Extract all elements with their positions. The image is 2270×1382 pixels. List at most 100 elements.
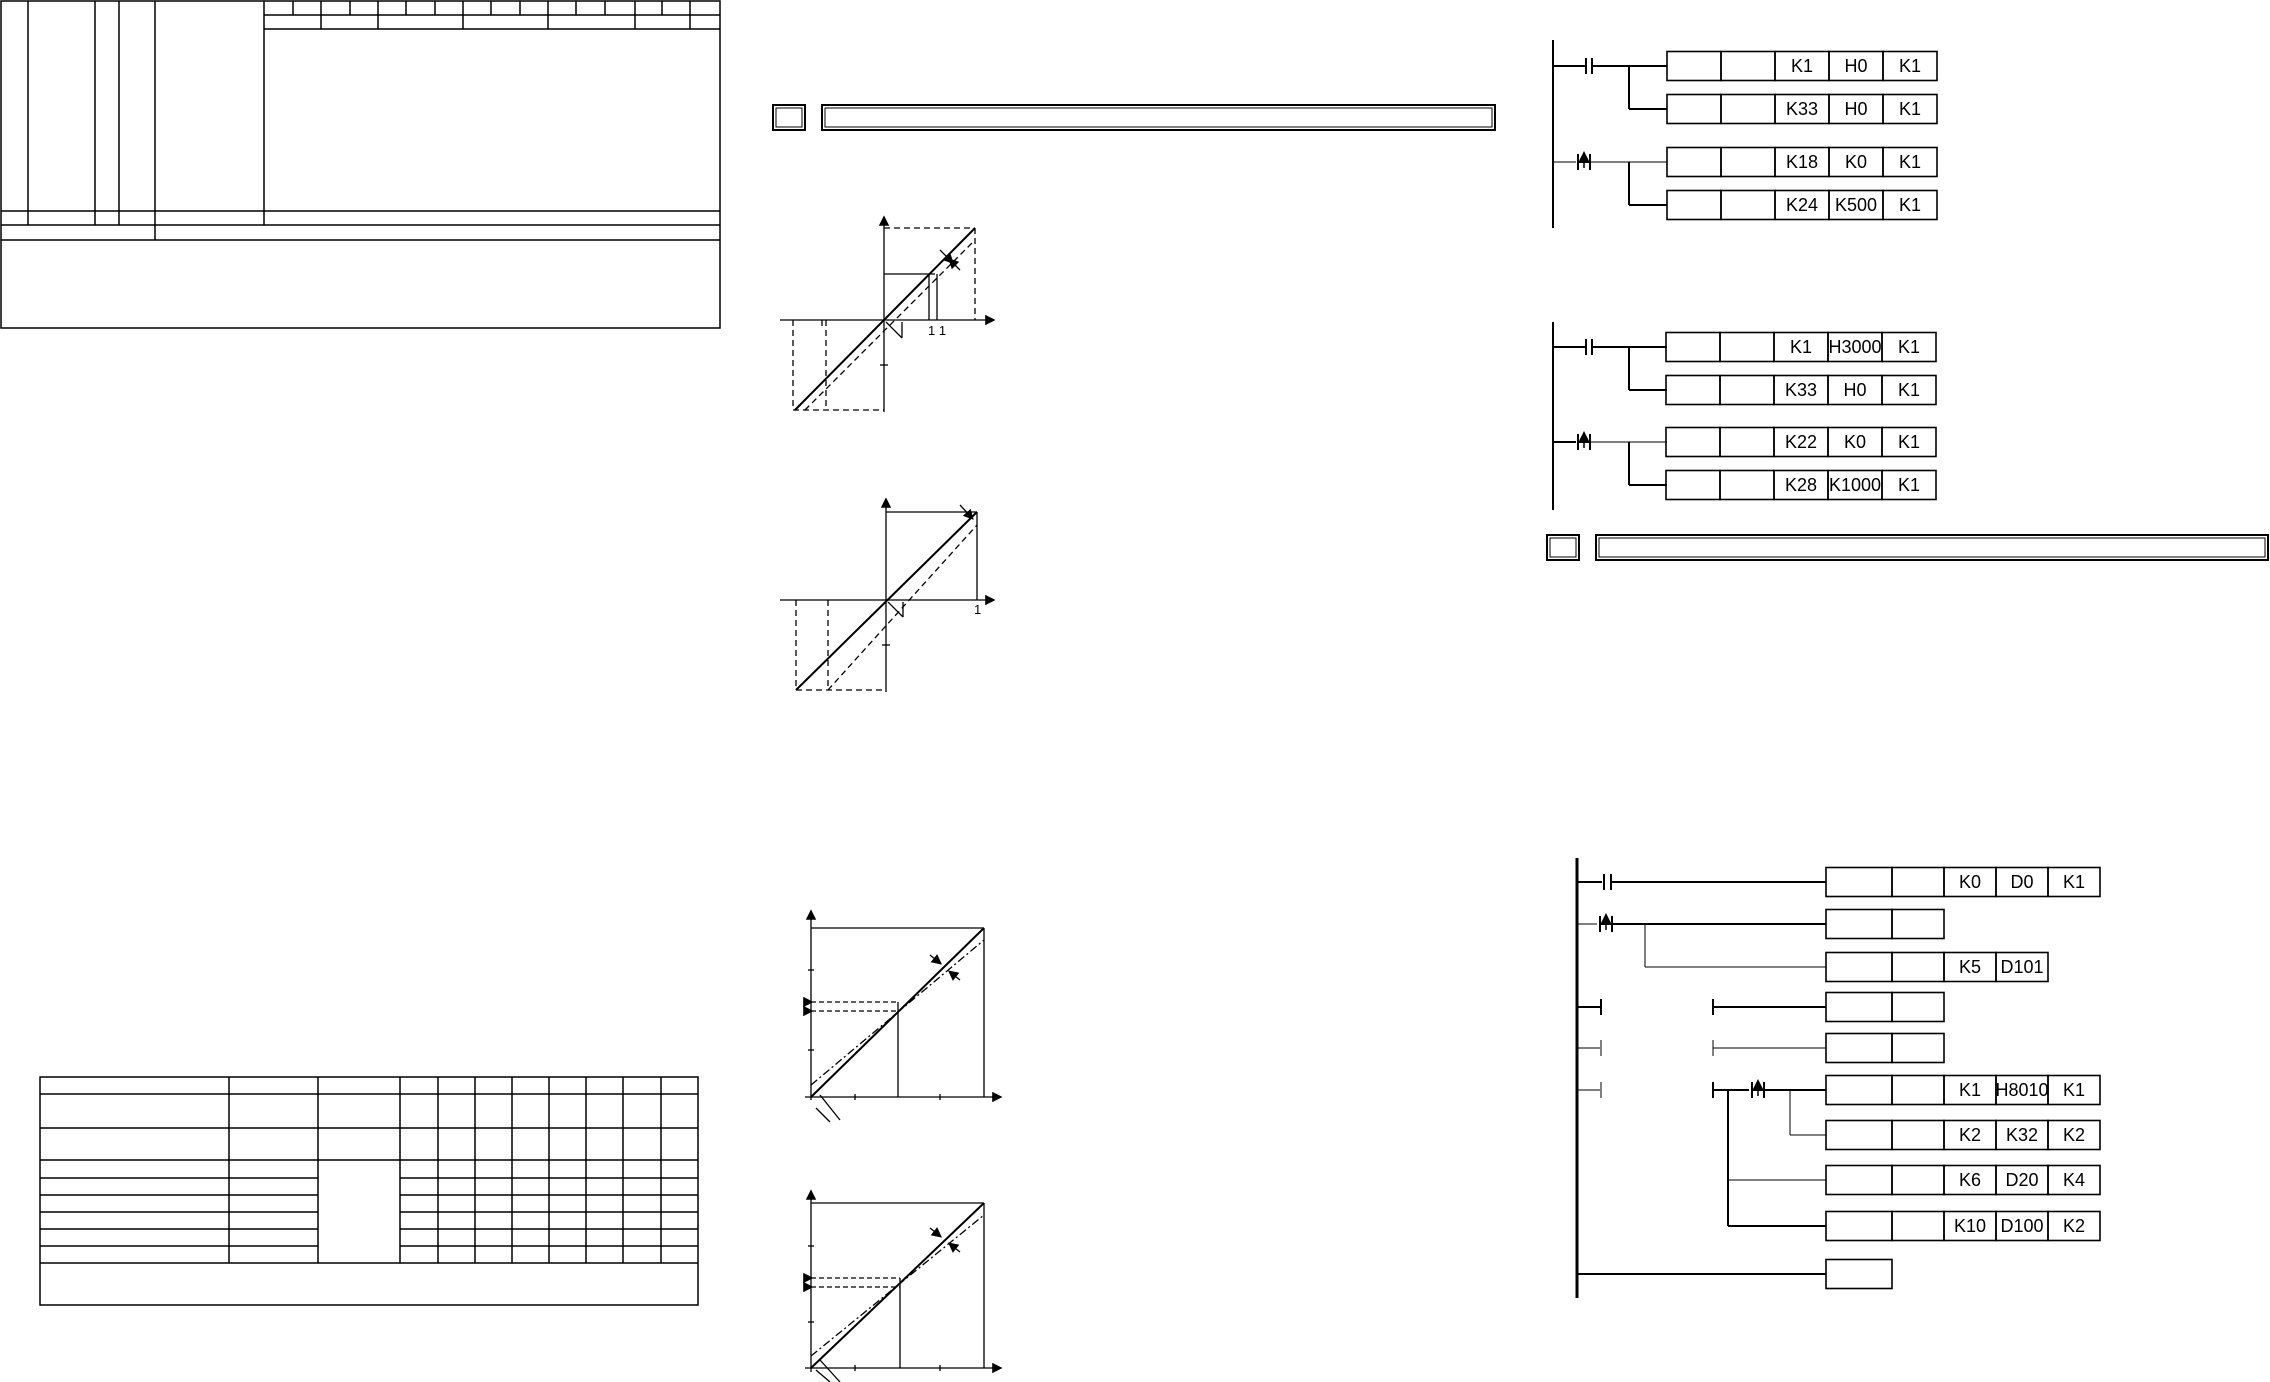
instruction-operand: K1 bbox=[1898, 432, 1920, 452]
instruction-cell: K33 bbox=[1773, 374, 1829, 406]
instruction-cell: K0 bbox=[1827, 426, 1883, 458]
graph-bipolar-offset bbox=[780, 215, 996, 412]
instruction-cell bbox=[1891, 1119, 1945, 1151]
instruction-cell bbox=[1825, 1164, 1893, 1196]
instruction-operand: K1 bbox=[1898, 475, 1920, 495]
instruction-cell: H0 bbox=[1828, 50, 1884, 82]
instruction-cell: K24 bbox=[1774, 189, 1830, 221]
section-header-1 bbox=[772, 104, 1496, 131]
instruction-cell bbox=[1891, 908, 1945, 940]
instruction-operand: K4 bbox=[2063, 1170, 2085, 1190]
instruction-cell: K18 bbox=[1774, 146, 1830, 178]
instruction-operand: K1 bbox=[1790, 337, 1812, 357]
instruction-operand: H8010 bbox=[1995, 1080, 2048, 1100]
instruction-operand: K6 bbox=[1959, 1170, 1981, 1190]
instruction-operand: K33 bbox=[1786, 99, 1818, 119]
instruction-cell bbox=[1720, 93, 1776, 125]
instruction-operand: K0 bbox=[1845, 152, 1867, 172]
instruction-operand: H0 bbox=[1844, 99, 1867, 119]
instruction-operand: K1 bbox=[1899, 99, 1921, 119]
instruction-cell: K1 bbox=[1881, 426, 1937, 458]
instruction-cell: H8010 bbox=[1995, 1074, 2049, 1106]
instruction-cell bbox=[1825, 1032, 1893, 1064]
instruction-cell: K2 bbox=[2047, 1210, 2101, 1242]
instruction-cell: D0 bbox=[1995, 866, 2049, 898]
instruction-cell bbox=[1825, 991, 1893, 1023]
instruction-cell bbox=[1825, 908, 1893, 940]
instruction-operand: D101 bbox=[2000, 957, 2043, 977]
instruction-operand: K1 bbox=[1899, 56, 1921, 76]
graph-unipolar-2 bbox=[803, 1189, 1003, 1382]
instruction-cell: K0 bbox=[1943, 866, 1997, 898]
instruction-cell bbox=[1825, 1210, 1893, 1242]
instruction-operand: K1 bbox=[1959, 1080, 1981, 1100]
instruction-cell: K1 bbox=[1882, 50, 1938, 82]
instruction-cell: K1 bbox=[1943, 1074, 1997, 1106]
instruction-cell: K6 bbox=[1943, 1164, 1997, 1196]
instruction-cell bbox=[1665, 426, 1721, 458]
instruction-operand: K22 bbox=[1785, 432, 1817, 452]
instruction-operand: H0 bbox=[1843, 380, 1866, 400]
instruction-operand: K28 bbox=[1785, 475, 1817, 495]
instruction-cell: K22 bbox=[1773, 426, 1829, 458]
instruction-cell: D100 bbox=[1995, 1210, 2049, 1242]
instruction-cell: K2 bbox=[2047, 1119, 2101, 1151]
instruction-cell: K33 bbox=[1774, 93, 1830, 125]
instruction-cell bbox=[1665, 374, 1721, 406]
instruction-operand: D100 bbox=[2000, 1216, 2043, 1236]
section-header-2 bbox=[1546, 534, 2269, 561]
instruction-cell: K10 bbox=[1943, 1210, 1997, 1242]
ladder-1-wiring bbox=[1552, 40, 1667, 228]
instruction-cell bbox=[1891, 1074, 1945, 1106]
instruction-cell bbox=[1666, 189, 1722, 221]
instruction-cell: K1 bbox=[1773, 331, 1829, 363]
instruction-operand: H3000 bbox=[1828, 337, 1881, 357]
instruction-cell bbox=[1665, 331, 1721, 363]
spec-table-top bbox=[0, 0, 721, 329]
instruction-cell: K1000 bbox=[1827, 469, 1883, 501]
instruction-cell bbox=[1720, 50, 1776, 82]
graph-unipolar-1 bbox=[803, 909, 1003, 1123]
instruction-operand: K2 bbox=[1959, 1125, 1981, 1145]
instruction-cell: K1 bbox=[1774, 50, 1830, 82]
instruction-cell: H0 bbox=[1828, 93, 1884, 125]
instruction-operand: D20 bbox=[2005, 1170, 2038, 1190]
instruction-cell: K4 bbox=[2047, 1164, 2101, 1196]
instruction-cell bbox=[1666, 50, 1722, 82]
instruction-cell bbox=[1825, 1119, 1893, 1151]
instruction-cell bbox=[1891, 1032, 1945, 1064]
instruction-cell bbox=[1719, 374, 1775, 406]
instruction-operand: K500 bbox=[1835, 195, 1877, 215]
instruction-operand: K10 bbox=[1954, 1216, 1986, 1236]
instruction-cell: D101 bbox=[1995, 951, 2049, 983]
instruction-cell: K1 bbox=[1882, 189, 1938, 221]
ladder-2-wiring bbox=[1552, 322, 1667, 510]
instruction-operand: K0 bbox=[1959, 872, 1981, 892]
instruction-operand: K1 bbox=[2063, 1080, 2085, 1100]
instruction-operand: K18 bbox=[1786, 152, 1818, 172]
instruction-cell: K2 bbox=[1943, 1119, 1997, 1151]
instruction-operand: K1 bbox=[1899, 152, 1921, 172]
instruction-cell bbox=[1891, 951, 1945, 983]
instruction-cell: D20 bbox=[1995, 1164, 2049, 1196]
instruction-operand: K1 bbox=[2063, 872, 2085, 892]
instruction-cell bbox=[1720, 146, 1776, 178]
instruction-operand: K32 bbox=[2006, 1125, 2038, 1145]
graph2-tick-label: 1 bbox=[974, 602, 981, 617]
instruction-operand: K1 bbox=[1898, 380, 1920, 400]
instruction-operand: K24 bbox=[1786, 195, 1818, 215]
instruction-operand: H0 bbox=[1844, 56, 1867, 76]
instruction-cell bbox=[1666, 93, 1722, 125]
instruction-cell: K28 bbox=[1773, 469, 1829, 501]
instruction-cell bbox=[1825, 1074, 1893, 1106]
instruction-cell: H3000 bbox=[1827, 331, 1883, 363]
instruction-operand: K5 bbox=[1959, 957, 1981, 977]
instruction-cell bbox=[1891, 1210, 1945, 1242]
instruction-cell bbox=[1825, 1258, 1893, 1290]
instruction-cell bbox=[1666, 146, 1722, 178]
instruction-cell: K1 bbox=[1882, 146, 1938, 178]
instruction-operand: K2 bbox=[2063, 1125, 2085, 1145]
instruction-cell: K1 bbox=[2047, 1074, 2101, 1106]
